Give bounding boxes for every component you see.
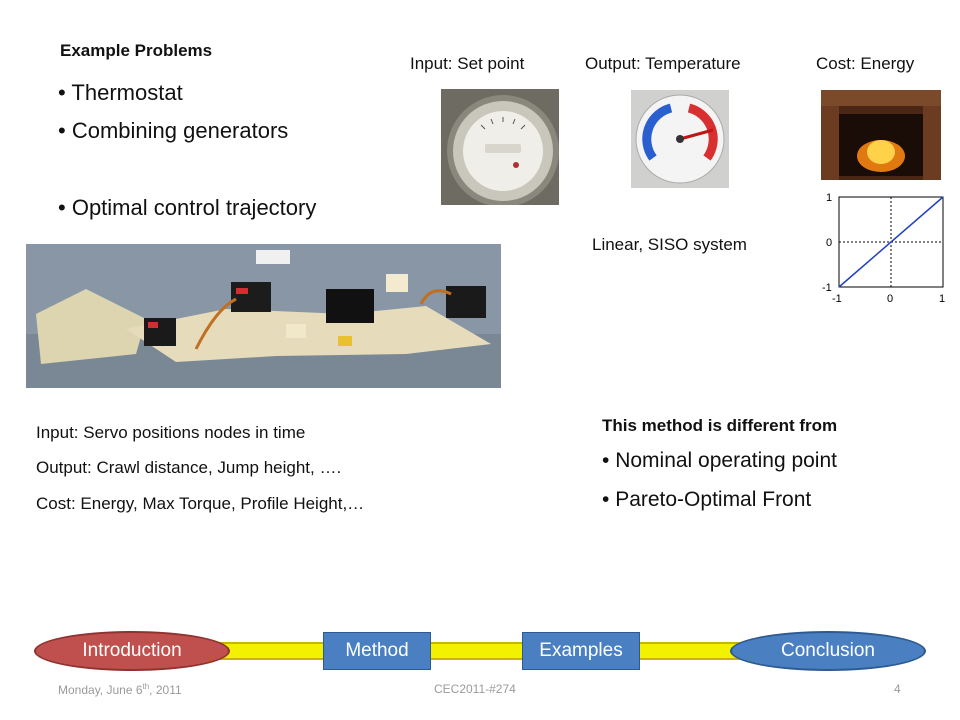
footer-page-number: 4 bbox=[894, 682, 901, 696]
diff-heading: This method is different from bbox=[602, 416, 838, 435]
bullet-thermostat: Thermostat bbox=[58, 80, 182, 106]
nav-conclusion[interactable]: Conclusion bbox=[730, 631, 926, 671]
bullet-nominal-operating-point: Nominal operating point bbox=[602, 449, 837, 473]
robot-image bbox=[26, 244, 501, 388]
nav-method[interactable]: Method bbox=[323, 632, 431, 670]
bullet-combining-generators: Combining generators bbox=[58, 118, 288, 144]
plot-ytick-1: 1 bbox=[826, 192, 832, 204]
bullet-pareto-front: Pareto-Optimal Front bbox=[602, 488, 811, 512]
plot-xtick-neg1: -1 bbox=[832, 293, 842, 305]
label-output: Output: Temperature bbox=[585, 54, 741, 73]
robot-input-line: Input: Servo positions nodes in time bbox=[36, 423, 306, 442]
label-linear-siso: Linear, SISO system bbox=[592, 235, 747, 254]
plot-xtick-0: 0 bbox=[887, 293, 893, 305]
nav-examples[interactable]: Examples bbox=[522, 632, 640, 670]
footer-date: Monday, June 6th, 2011 bbox=[58, 682, 182, 697]
label-cost: Cost: Energy bbox=[816, 54, 915, 73]
bullet-optimal-control: Optimal control trajectory bbox=[58, 195, 317, 221]
thermostat-image bbox=[441, 89, 559, 205]
plot-ytick-neg1: -1 bbox=[822, 282, 832, 294]
plot-ytick-0: 0 bbox=[826, 237, 832, 249]
nav-track bbox=[150, 642, 830, 660]
slide-heading: Example Problems bbox=[60, 41, 213, 60]
plot-xtick-1: 1 bbox=[939, 293, 945, 305]
robot-cost-line: Cost: Energy, Max Torque, Profile Height… bbox=[36, 494, 365, 513]
linear-response-plot: 1 0 -1 -1 0 1 bbox=[814, 186, 952, 308]
label-input: Input: Set point bbox=[410, 54, 525, 73]
robot-output-line: Output: Crawl distance, Jump height, …. bbox=[36, 458, 342, 477]
fireplace-image bbox=[821, 90, 941, 180]
nav-introduction[interactable]: Introduction bbox=[34, 631, 230, 671]
temperature-dial-image bbox=[631, 90, 729, 188]
footer-center: CEC2011-#274 bbox=[434, 682, 516, 696]
